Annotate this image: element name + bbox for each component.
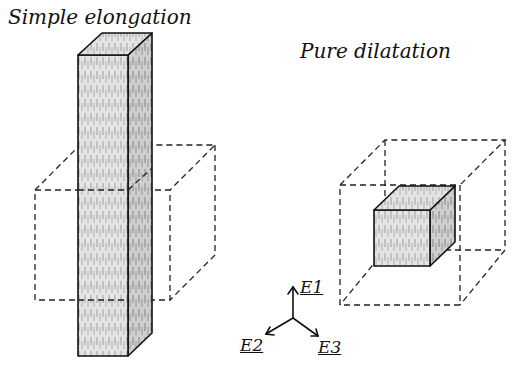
reference-cube [340,140,505,305]
axis-label: E2 [240,336,263,355]
figure-title: Simple elongation [8,6,192,28]
axis-label: E1 [300,278,323,297]
figure-title: Pure dilatation [300,40,451,62]
axis-label: E3 [318,338,341,357]
dilated-cube [374,186,455,266]
reference-cube-edges [78,168,152,300]
elongated-prism [78,33,152,356]
